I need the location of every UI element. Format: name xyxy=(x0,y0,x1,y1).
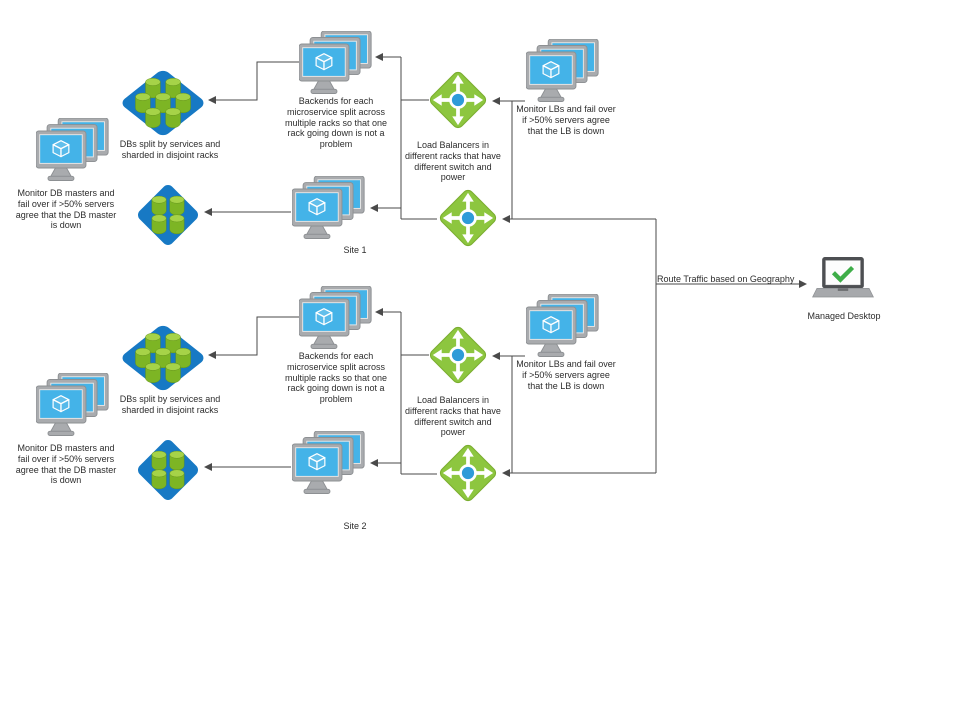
laptop-check-icon xyxy=(810,257,876,304)
node-backends-site1 xyxy=(299,31,373,94)
monitor-db-label-site2: Monitor DB masters and fail over if >50%… xyxy=(15,443,117,486)
site1-label: Site 1 xyxy=(343,245,367,255)
monitor-stack-icon xyxy=(292,176,366,239)
node-backends-site2 xyxy=(299,286,373,349)
db-label-site1: DBs split by services and sharded in dis… xyxy=(119,139,221,160)
backends-label-site2: Backends for each microservice split acr… xyxy=(284,351,388,405)
node-db-monitors-site2 xyxy=(36,373,110,436)
db-diamond-small-icon xyxy=(134,436,202,504)
node-lb-monitors-site1 xyxy=(526,39,600,102)
db-label-site2: DBs split by services and sharded in dis… xyxy=(119,394,221,415)
node-db-monitors-site1 xyxy=(36,118,110,181)
managed-desktop-label: Managed Desktop xyxy=(807,311,881,321)
node-db-cluster-large-site2 xyxy=(119,323,207,393)
load-balancer-icon xyxy=(434,184,502,252)
node-load-balancer-b-site2 xyxy=(434,439,502,507)
monitor-stack-icon xyxy=(292,431,366,494)
node-lb-monitors-site2 xyxy=(526,294,600,357)
node-db-cluster-small-site1 xyxy=(134,181,202,249)
node-db-cluster-small-site2 xyxy=(134,436,202,504)
db-diamond-large-icon xyxy=(119,323,207,393)
node-load-balancer-a-site1 xyxy=(424,66,492,134)
backends-label-site1: Backends for each microservice split acr… xyxy=(284,96,388,150)
db-diamond-small-icon xyxy=(134,181,202,249)
lb-label-site2: Load Balancers in different racks that h… xyxy=(405,395,501,438)
monitor-stack-icon xyxy=(526,294,600,357)
monitor-stack-icon xyxy=(36,118,110,181)
site2-connectors xyxy=(204,308,525,475)
site2-label: Site 2 xyxy=(343,521,367,531)
monitor-stack-icon xyxy=(36,373,110,436)
node-load-balancer-a-site2 xyxy=(424,321,492,389)
monitor-stack-icon xyxy=(299,286,373,349)
monitor-stack-icon xyxy=(299,31,373,94)
load-balancer-icon xyxy=(424,321,492,389)
lb-label-site1: Load Balancers in different racks that h… xyxy=(405,140,501,183)
monitor-lb-label-site2: Monitor LBs and fail over if >50% server… xyxy=(516,359,616,391)
monitor-stack-icon xyxy=(526,39,600,102)
site1-connectors xyxy=(204,53,525,220)
node-site1-servers xyxy=(292,176,366,239)
node-site2-servers xyxy=(292,431,366,494)
node-db-cluster-large-site1 xyxy=(119,68,207,138)
geo-routing-connectors xyxy=(502,215,807,477)
node-managed-desktop xyxy=(810,257,876,304)
route-traffic-label: Route Traffic based on Geography xyxy=(657,274,795,284)
load-balancer-icon xyxy=(434,439,502,507)
load-balancer-icon xyxy=(424,66,492,134)
node-load-balancer-b-site1 xyxy=(434,184,502,252)
db-diamond-large-icon xyxy=(119,68,207,138)
monitor-db-label-site1: Monitor DB masters and fail over if >50%… xyxy=(15,188,117,231)
monitor-lb-label-site1: Monitor LBs and fail over if >50% server… xyxy=(516,104,616,136)
